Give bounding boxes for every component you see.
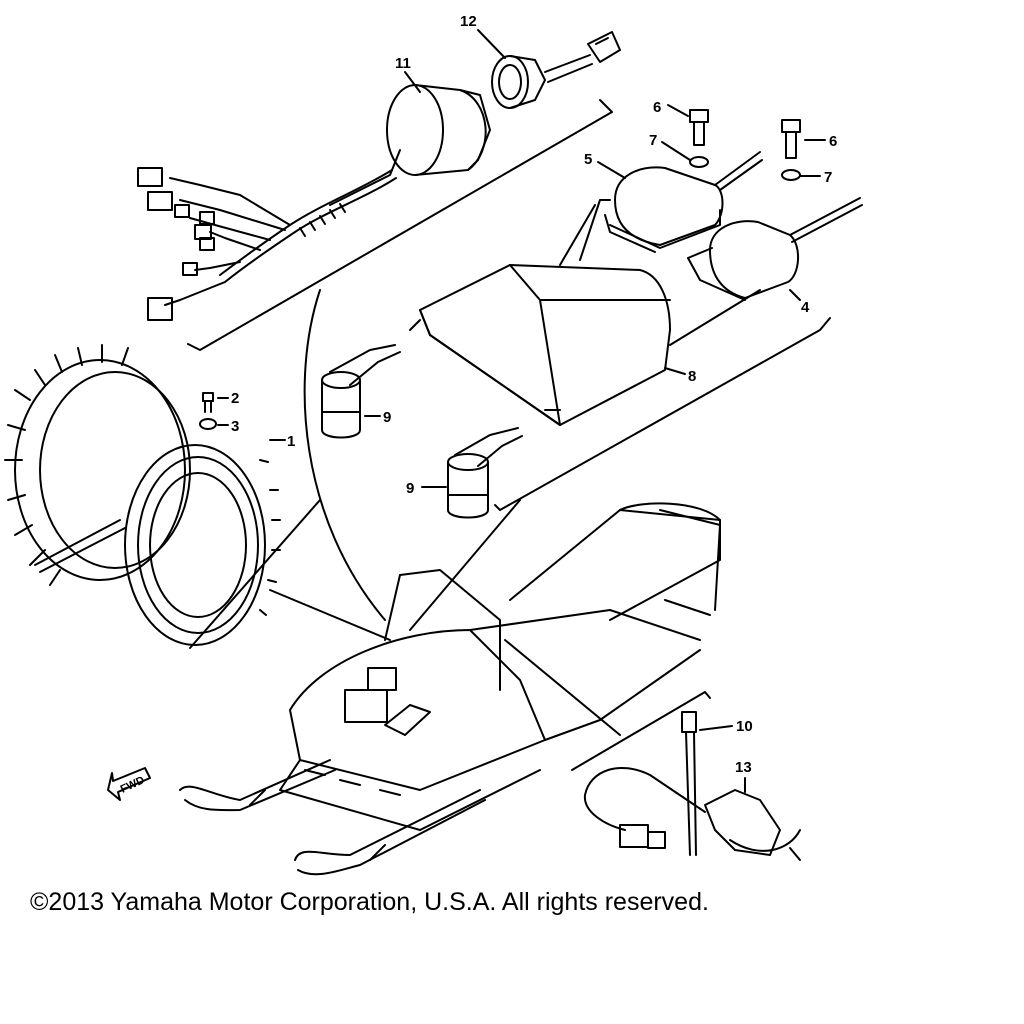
leader-10 xyxy=(699,725,733,731)
callout-9b: 9 xyxy=(406,480,414,497)
part-5-ignition-coil xyxy=(604,151,763,253)
callout-3: 3 xyxy=(231,418,239,435)
leader-5 xyxy=(597,161,626,179)
leader-7a xyxy=(661,141,691,161)
part-9-plug-cap-lower xyxy=(447,427,523,519)
callout-1: 1 xyxy=(287,433,295,450)
copyright-notice: ©2013 Yamaha Motor Corporation, U.S.A. A… xyxy=(30,888,709,916)
group-bracket-switch xyxy=(571,691,711,771)
leader-line-magneto xyxy=(269,589,391,641)
callout-10: 10 xyxy=(736,718,753,735)
callout-9a: 9 xyxy=(383,409,391,426)
callout-11: 11 xyxy=(395,55,411,72)
callout-12: 12 xyxy=(460,13,477,30)
leader-6a xyxy=(667,104,689,117)
leader-11 xyxy=(404,71,421,93)
part-10-tie-band xyxy=(681,711,697,856)
parts-diagram: FWD 12 11 6 7 5 6 7 4 8 9 9 2 3 1 10 13 xyxy=(4,13,863,876)
flywheel xyxy=(4,344,191,586)
group-bracket-wiring xyxy=(187,99,613,351)
snowmobile xyxy=(179,502,721,876)
leader-8 xyxy=(664,367,686,375)
part-13-stop-switch xyxy=(583,766,801,861)
leader-4 xyxy=(789,289,801,301)
part-8-ignition-module xyxy=(409,199,761,426)
part-6-screw-left xyxy=(689,109,709,146)
callout-4: 4 xyxy=(801,299,810,316)
callout-5: 5 xyxy=(584,151,592,168)
part-9-plug-cap-upper xyxy=(321,344,401,439)
group-bracket-ignition xyxy=(494,317,831,511)
part-6-screw-right xyxy=(781,119,801,159)
callout-8: 8 xyxy=(688,368,696,385)
callout-7b: 7 xyxy=(824,169,832,186)
part-7-washer-left xyxy=(689,156,709,168)
part-12-key-switch xyxy=(491,31,621,109)
callout-2: 2 xyxy=(231,390,239,407)
part-4-ignition-coil xyxy=(687,197,863,301)
leader-12 xyxy=(477,29,506,59)
callout-13: 13 xyxy=(735,759,752,776)
callout-7a: 7 xyxy=(649,132,657,149)
part-1-starter-ring-gear xyxy=(124,444,281,646)
part-3-washer xyxy=(199,418,217,430)
leader-line-ignition xyxy=(409,499,521,631)
part-2-screw xyxy=(202,392,214,413)
part-7-washer-right xyxy=(781,169,801,181)
callout-6b: 6 xyxy=(829,133,837,150)
fwd-arrow-icon: FWD xyxy=(107,767,151,801)
callout-6a: 6 xyxy=(653,99,661,116)
leader-curve xyxy=(303,289,386,621)
wiring-harness xyxy=(137,167,397,321)
part-11-switch-body xyxy=(329,84,491,206)
